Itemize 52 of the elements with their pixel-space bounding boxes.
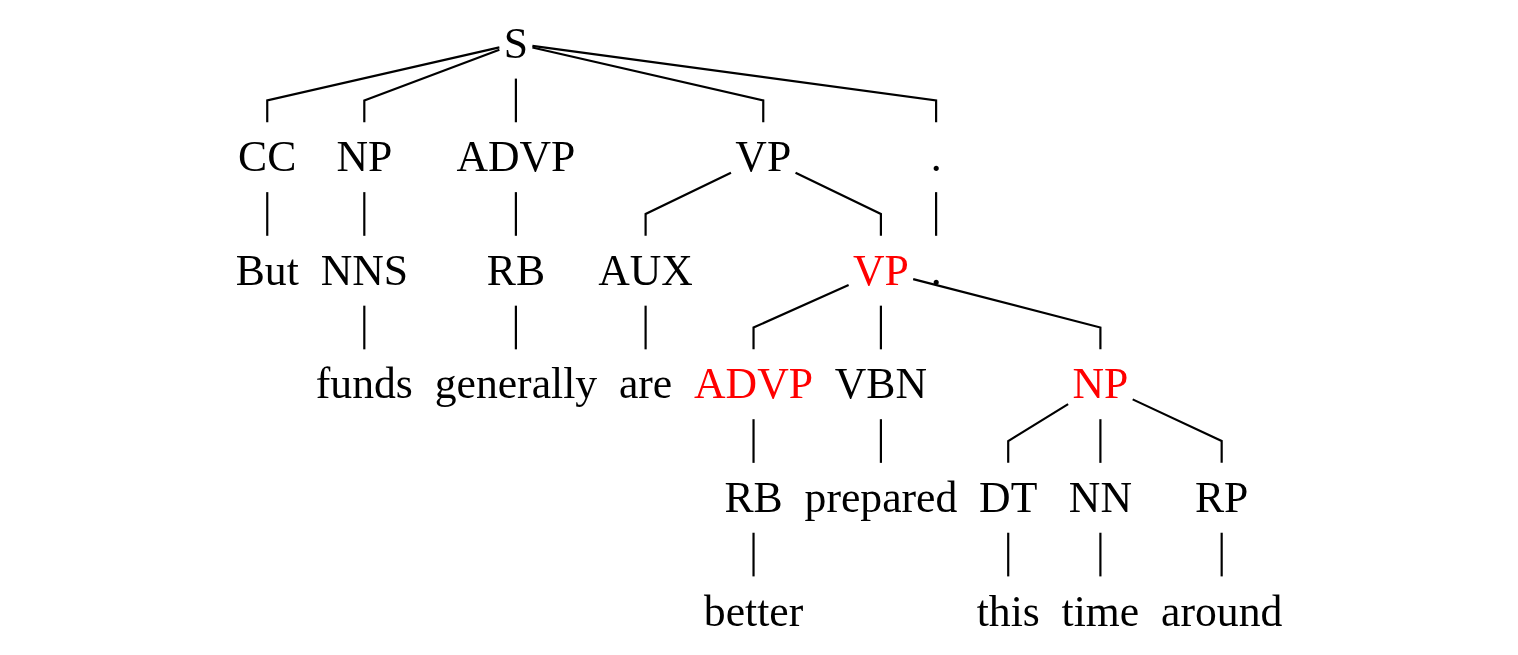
node-text: RB [486, 245, 546, 295]
connector [1007, 532, 1010, 577]
node-text: NNS [320, 245, 408, 295]
connector [363, 305, 366, 350]
connector [1220, 532, 1223, 577]
connector [1099, 532, 1102, 577]
node-text: time [1061, 586, 1140, 636]
node-text: NP [336, 132, 393, 182]
node-text: VBN [834, 359, 928, 409]
connector [1007, 403, 1069, 463]
node-text: DT [979, 472, 1038, 522]
node-text: funds [315, 359, 413, 409]
connector [879, 305, 882, 350]
node-text: prepared [804, 472, 958, 522]
node-text: RP [1194, 472, 1249, 522]
node-text: AUX [598, 245, 693, 295]
node-text: CC [238, 132, 297, 182]
connector [532, 44, 938, 123]
connector [1132, 398, 1223, 463]
node-text: around [1161, 586, 1283, 636]
connector [266, 46, 500, 123]
connector [935, 192, 938, 236]
connector [514, 78, 517, 123]
node-text: . [930, 132, 942, 182]
connector [795, 171, 882, 236]
node-text: NP [1072, 359, 1129, 409]
node-text: generally [434, 359, 598, 409]
node-text: ADVP [456, 132, 576, 182]
node-text: better [703, 586, 804, 636]
node-text: S [503, 18, 529, 68]
node-text: are [618, 359, 673, 409]
node-text: NN [1068, 472, 1132, 522]
connector [363, 192, 366, 236]
node-text: ADVP [694, 359, 813, 409]
connector [514, 192, 517, 236]
node-text: VP [735, 132, 792, 182]
connector [514, 305, 517, 350]
connector [1099, 419, 1102, 463]
node-text: VP [852, 245, 909, 295]
node-text: But [235, 245, 299, 295]
connector [879, 419, 882, 463]
connector [532, 46, 765, 123]
connector [363, 48, 500, 123]
node-text: this [976, 586, 1040, 636]
connector [266, 192, 269, 236]
connector [752, 532, 755, 577]
connector [912, 278, 1102, 350]
node-text: RB [724, 472, 783, 522]
connector [752, 419, 755, 463]
connector [644, 171, 732, 236]
connector [752, 284, 850, 350]
connector [644, 305, 647, 350]
